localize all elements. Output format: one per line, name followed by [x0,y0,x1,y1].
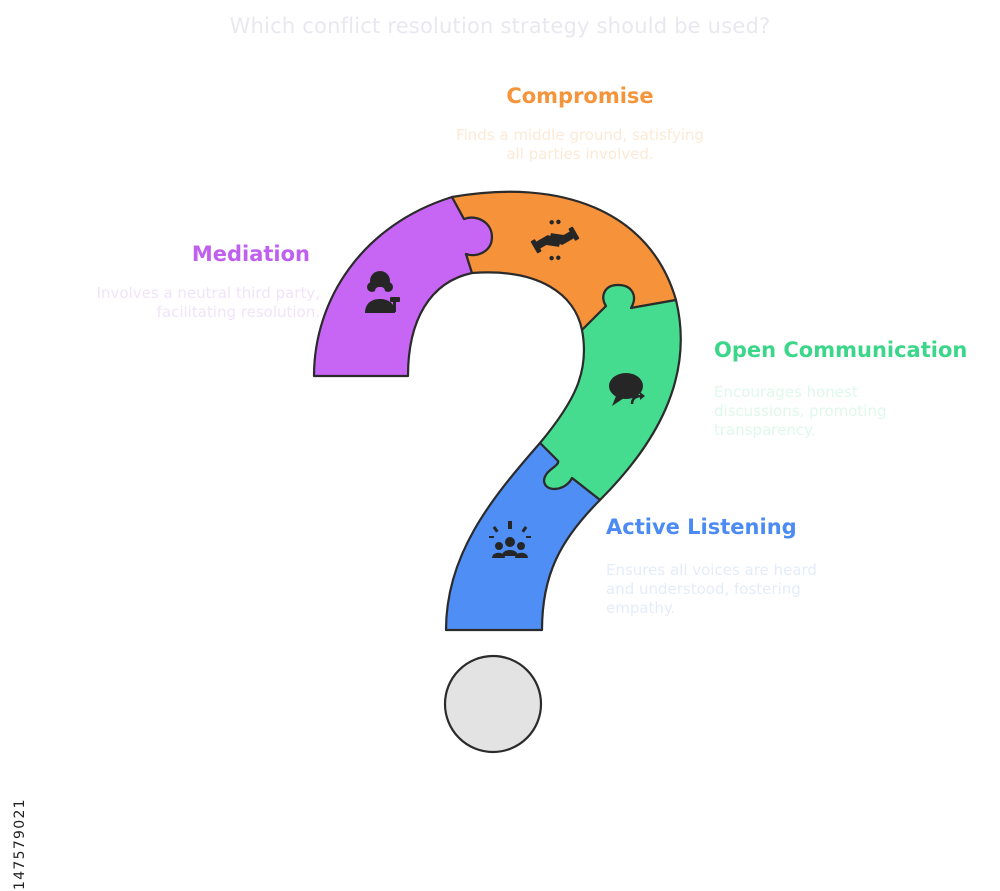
question-dot [443,654,543,754]
group-listening-icon [489,521,531,558]
mediation-segment[interactable] [312,195,494,378]
judge-gavel-icon [365,271,400,313]
mediation-description: Involves a neutral third party, facilita… [96,284,320,321]
active-listening-segment[interactable] [444,441,602,632]
handshake-icon [530,219,580,261]
active-listening-description: Ensures all voices are heard and underst… [606,561,817,617]
open-communication-description: Encourages honest discussions, promoting… [714,383,887,439]
compromise-label: Compromise [506,84,654,108]
active-listening-label: Active Listening [606,515,797,539]
mediation-label: Mediation [191,242,310,266]
diagram-title: Which conflict resolution strategy shoul… [229,14,771,38]
open-communication-label: Open Communication [714,338,968,362]
stock-id-watermark: 147579021 [12,798,28,890]
compromise-description: Finds a middle ground, satisfying all pa… [456,126,704,163]
speech-bubble-icon [609,373,645,406]
open-communication-segment[interactable] [538,283,682,502]
